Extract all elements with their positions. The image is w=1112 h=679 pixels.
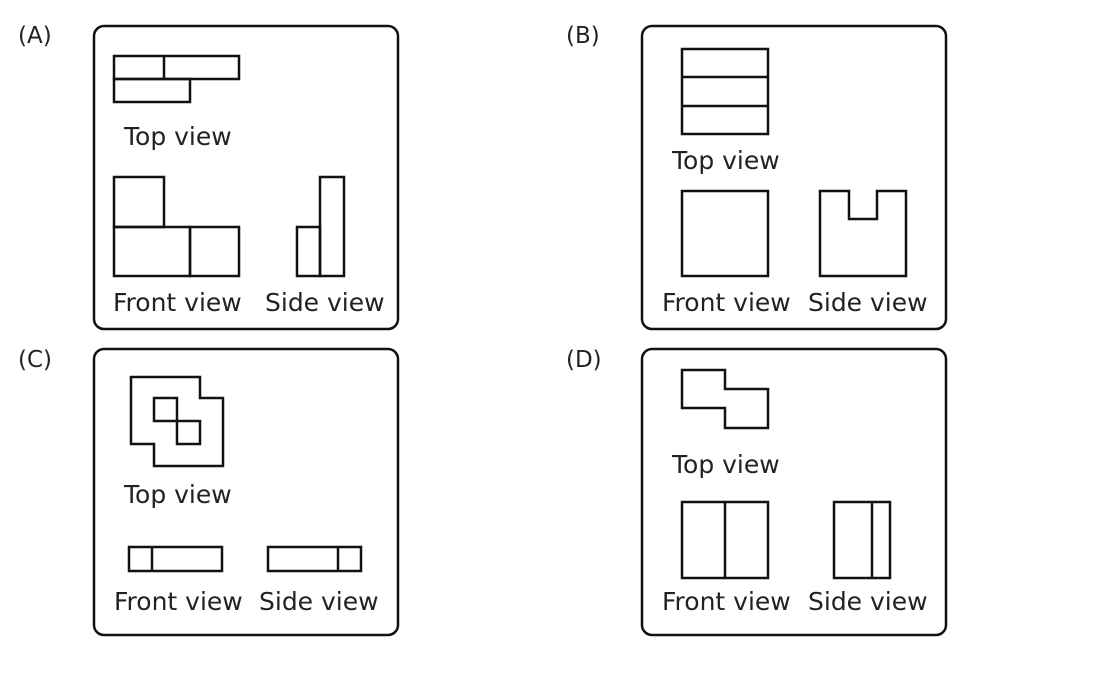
option-b-side-view-label: Side view	[808, 288, 928, 317]
option-b-side-view-drawing	[818, 189, 908, 278]
option-d-top-view-drawing	[680, 368, 770, 430]
option-a-side-view-label: Side view	[265, 288, 385, 317]
option-a-label: (A)	[18, 23, 52, 49]
option-b-top-view-label: Top view	[671, 146, 780, 175]
option-b-panel	[640, 24, 948, 331]
option-b-label: (B)	[566, 23, 600, 49]
option-c-front-view-drawing	[127, 545, 224, 573]
option-d-panel	[640, 347, 948, 637]
option-c-label: (C)	[18, 347, 52, 373]
option-d-front-view-label: Front view	[662, 587, 791, 616]
option-a: (A) Top view Front view Side view	[18, 23, 400, 331]
option-d: (D) Top view Front view Side view	[566, 347, 948, 637]
option-a-side-view-drawing	[295, 175, 346, 278]
option-d-label: (D)	[566, 347, 602, 373]
option-c-side-view-label: Side view	[259, 587, 379, 616]
option-d-side-view-label: Side view	[808, 587, 928, 616]
option-b: (B) Top view Front view Side view	[566, 23, 948, 331]
option-b-front-view-label: Front view	[662, 288, 791, 317]
option-a-top-view-drawing	[112, 54, 241, 104]
option-a-top-view-label: Top view	[123, 122, 232, 151]
option-c-side-view-drawing	[266, 545, 363, 573]
option-b-front-view-drawing	[680, 189, 770, 278]
option-c-top-view-drawing	[129, 375, 225, 468]
option-d-front-view-drawing	[680, 500, 770, 580]
option-a-front-view-drawing	[112, 175, 241, 278]
option-c-top-view-label: Top view	[123, 480, 232, 509]
option-d-side-view-drawing	[832, 500, 892, 580]
option-a-front-view-label: Front view	[113, 288, 242, 317]
option-c: (C) Top view Front view Side view	[18, 347, 400, 637]
option-d-top-view-label: Top view	[671, 450, 780, 479]
option-c-front-view-label: Front view	[114, 587, 243, 616]
option-b-top-view-drawing	[680, 47, 770, 136]
